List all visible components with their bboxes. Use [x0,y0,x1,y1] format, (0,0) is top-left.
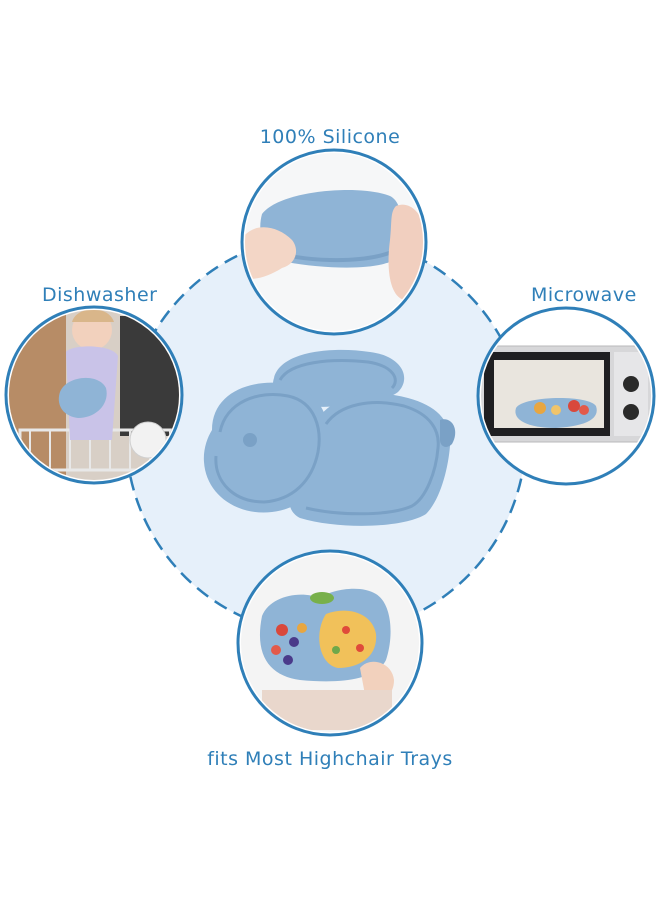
label-dishwasher: Dishwasher [42,284,158,306]
bunny-plate-icon [203,349,456,526]
label-highchair: fits Most Highchair Trays [207,748,453,770]
dishwasher-toddler-photo [4,305,184,485]
label-silicone: 100% Silicone [259,126,401,148]
microwave-plate-photo [476,306,656,486]
silicone-plate-hands-photo [240,148,428,336]
highchair-tray-food-photo [236,549,424,737]
label-microwave: Microwave [531,284,637,306]
